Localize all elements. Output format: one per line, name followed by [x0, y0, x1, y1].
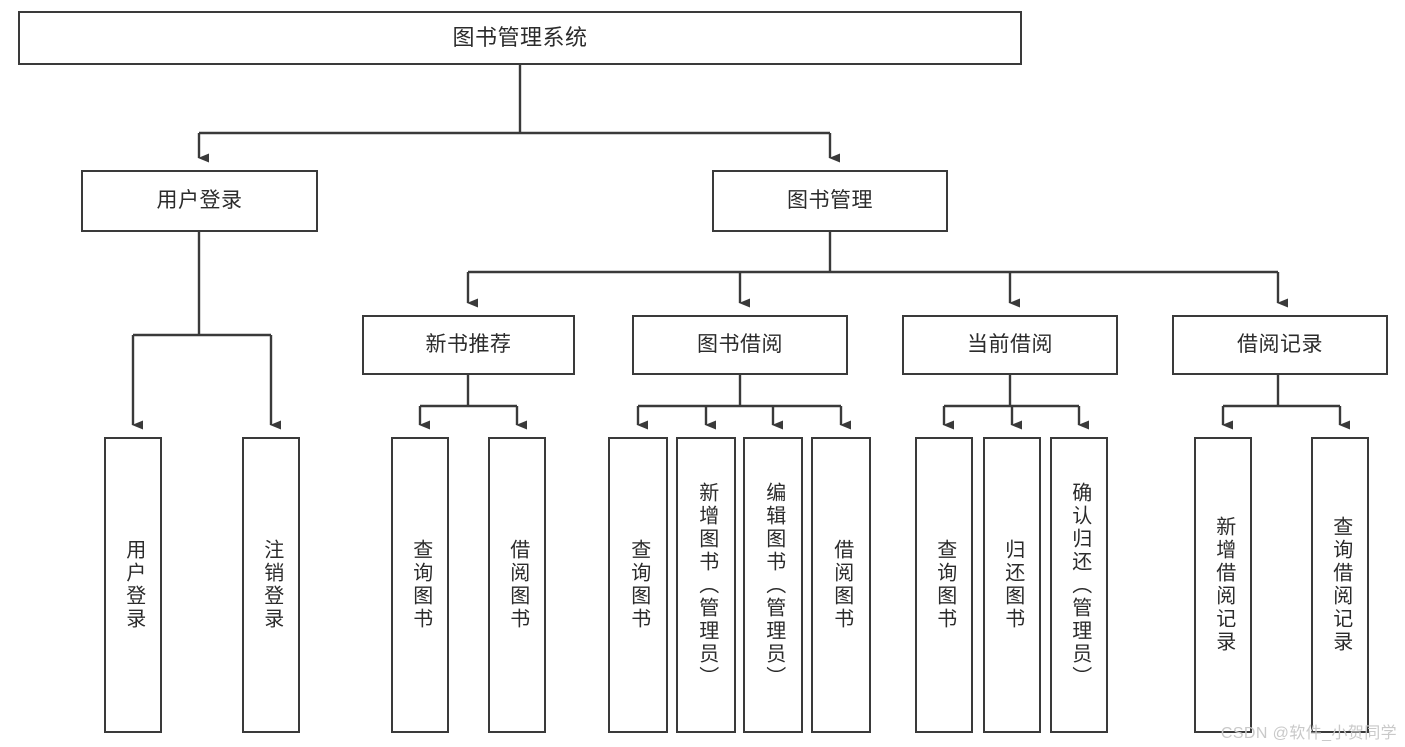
node-user-login-label: 用户登录 [156, 188, 243, 212]
node-borrow-record[interactable]: 借阅记录 [1172, 315, 1388, 375]
node-leaf-add-book-admin[interactable]: 新增图书（管理员） [676, 437, 736, 733]
node-leaf-query-book-borrow[interactable]: 查询图书 [608, 437, 668, 733]
node-leaf-confirm-return-admin[interactable]: 确认归还（管理员） [1050, 437, 1108, 733]
edge-group-new-book-recommend [418, 375, 527, 430]
edge-group-user-login [131, 232, 281, 430]
node-current-borrow[interactable]: 当前借阅 [902, 315, 1118, 375]
node-leaf-query-book-current-label: 查询图书 [933, 539, 956, 631]
node-borrow-record-label: 借阅记录 [1237, 332, 1323, 356]
node-root-label: 图书管理系统 [452, 25, 588, 51]
node-book-borrow-label: 图书借阅 [697, 332, 783, 356]
node-user-login[interactable]: 用户登录 [81, 170, 318, 232]
node-leaf-borrow-book-recommend[interactable]: 借阅图书 [488, 437, 546, 733]
node-leaf-borrow-book-recommend-label: 借阅图书 [506, 539, 529, 631]
node-leaf-return-book[interactable]: 归还图书 [983, 437, 1041, 733]
node-leaf-query-book-borrow-label: 查询图书 [627, 539, 650, 631]
edge-group-root [197, 65, 840, 163]
node-current-borrow-label: 当前借阅 [967, 332, 1053, 356]
node-leaf-query-book-recommend[interactable]: 查询图书 [391, 437, 449, 733]
node-leaf-user-login[interactable]: 用户登录 [104, 437, 162, 733]
edge-group-current-borrow [942, 375, 1089, 430]
node-leaf-confirm-return-admin-label: 确认归还（管理员） [1068, 481, 1091, 689]
node-new-book-recommend[interactable]: 新书推荐 [362, 315, 575, 375]
edge-group-book-borrow [636, 375, 851, 430]
node-leaf-user-logout-label: 注销登录 [260, 539, 283, 631]
node-leaf-add-book-admin-label: 新增图书（管理员） [695, 481, 718, 689]
node-leaf-user-logout[interactable]: 注销登录 [242, 437, 300, 733]
node-root[interactable]: 图书管理系统 [18, 11, 1022, 65]
node-leaf-query-book-current[interactable]: 查询图书 [915, 437, 973, 733]
node-book-borrow[interactable]: 图书借阅 [632, 315, 848, 375]
node-leaf-borrow-book[interactable]: 借阅图书 [811, 437, 871, 733]
edge-group-borrow-record [1221, 375, 1350, 430]
node-book-management-label: 图书管理 [787, 188, 873, 212]
node-new-book-recommend-label: 新书推荐 [425, 332, 512, 356]
node-leaf-borrow-book-label: 借阅图书 [830, 539, 853, 631]
node-book-management[interactable]: 图书管理 [712, 170, 948, 232]
node-leaf-user-login-label: 用户登录 [122, 539, 145, 631]
node-leaf-query-borrow-record[interactable]: 查询借阅记录 [1311, 437, 1369, 733]
node-leaf-edit-book-admin-label: 编辑图书（管理员） [762, 481, 785, 689]
node-leaf-edit-book-admin[interactable]: 编辑图书（管理员） [743, 437, 803, 733]
node-leaf-add-borrow-record[interactable]: 新增借阅记录 [1194, 437, 1252, 733]
node-leaf-return-book-label: 归还图书 [1001, 539, 1024, 631]
node-leaf-add-borrow-record-label: 新增借阅记录 [1212, 516, 1235, 654]
node-leaf-query-borrow-record-label: 查询借阅记录 [1329, 516, 1352, 654]
edge-group-book-management [466, 232, 1288, 308]
watermark-text: CSDN @软件_小贺同学 [1220, 725, 1397, 742]
node-leaf-query-book-recommend-label: 查询图书 [409, 539, 432, 631]
